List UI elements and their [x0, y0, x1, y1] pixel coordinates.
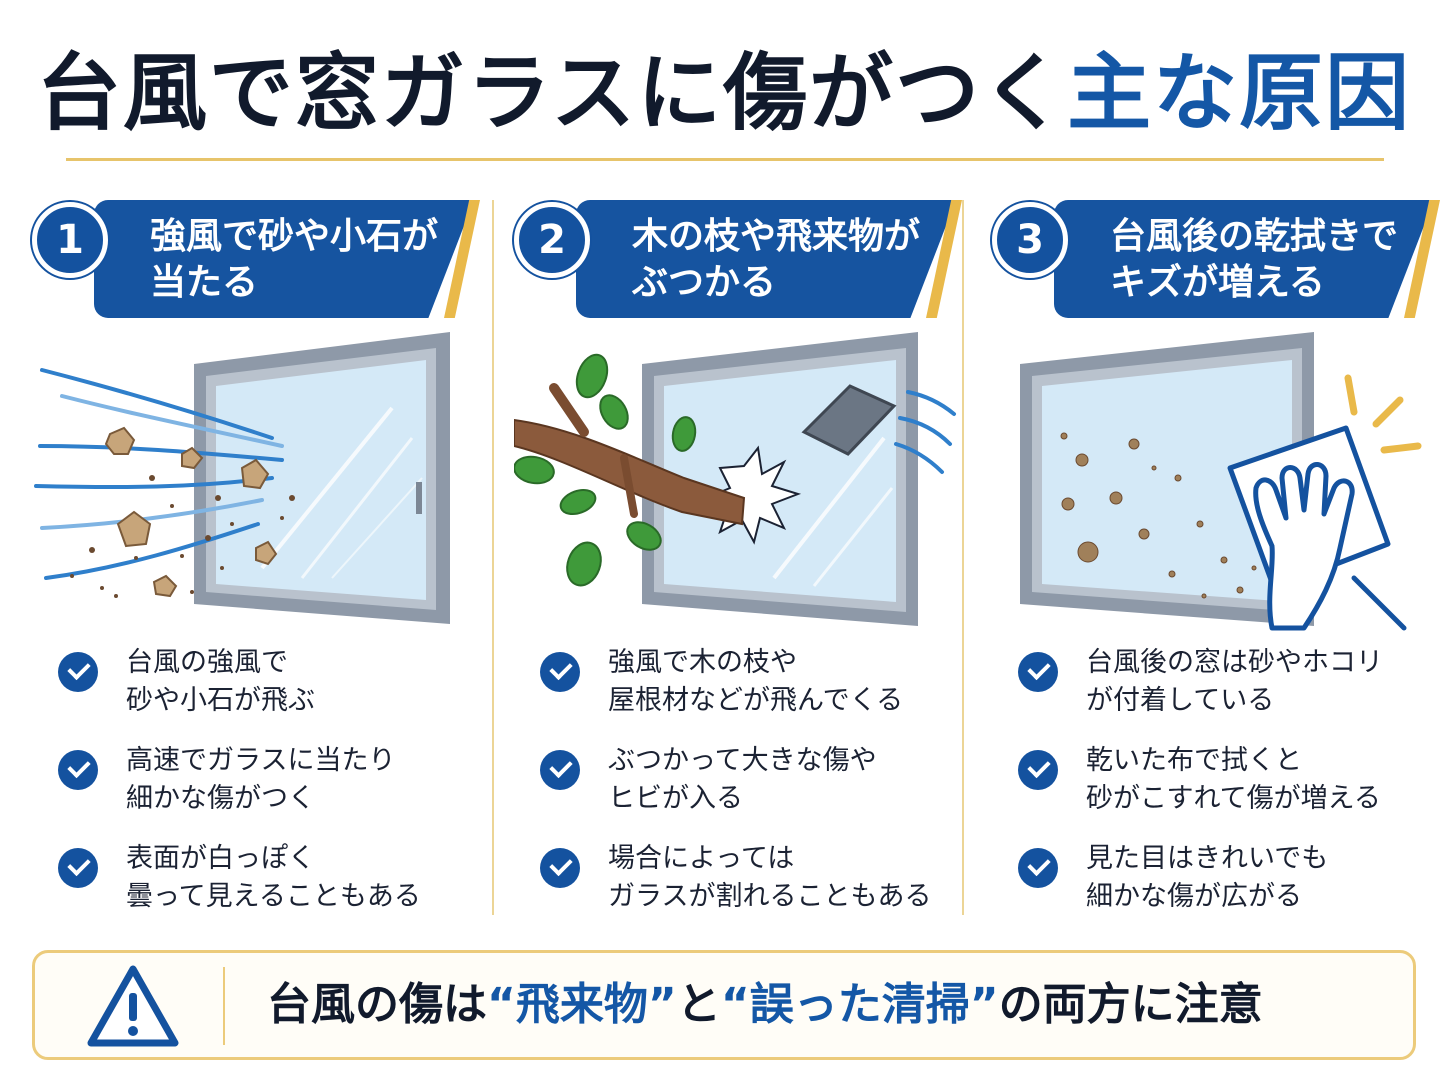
heading-line-2: ぶつかる [632, 262, 777, 303]
check-icon [58, 652, 98, 692]
page-title: 台風で窓ガラスに傷がつく主な原因 [0, 38, 1448, 148]
step-number-badge: 1 [32, 202, 108, 278]
panel-heading: 木の枝や飛来物が ぶつかる [632, 214, 952, 306]
window-icon [194, 332, 450, 624]
sparkle-lines [1344, 374, 1422, 454]
list-item: ぶつかって大きな傷や ヒビが入る [540, 742, 980, 840]
dust-particles [70, 475, 295, 598]
title-underline [66, 158, 1384, 161]
list-item: 乾いた布で拭くと 砂がこすれて傷が増える [1018, 742, 1448, 840]
heading-line-2: 当たる [150, 262, 259, 303]
list-item: 表面が白っぽく 曇って見えることもある [58, 840, 498, 938]
check-icon [540, 750, 580, 790]
roof-tile-icon [801, 384, 897, 456]
heading-banner [94, 200, 474, 318]
list-item: 高速でガラスに当たり 細かな傷がつく [58, 742, 498, 840]
list-item: 強風で木の枝や 屋根材などが飛んでくる [540, 644, 980, 742]
dry-wipe-illustration [1020, 332, 1422, 631]
warning-text-pre: 台風の傷は [267, 979, 487, 1030]
warning-callout: 台風の傷は“飛来物”と“誤った清掃”の両方に注意 [32, 950, 1416, 1060]
dirt-particles [1060, 432, 1257, 599]
list-item: 場合によっては ガラスが割れることもある [540, 840, 980, 938]
item-text: 台風の強風で 砂や小石が飛ぶ [126, 647, 315, 716]
warning-separator [223, 967, 225, 1045]
heading-line-2: キズが増える [1110, 262, 1325, 303]
panel-heading: 台風後の乾拭きで キズが増える [1110, 214, 1430, 306]
check-icon [540, 848, 580, 888]
column-divider [962, 200, 964, 915]
item-text: 強風で木の枝や 屋根材などが飛んでくる [608, 647, 904, 716]
list-item: 台風後の窓は砂やホコリ が付着している [1018, 644, 1448, 742]
item-text: 見た目はきれいでも 細かな傷が広がる [1086, 843, 1329, 912]
flying-stones [104, 426, 278, 598]
heading-line-1: 強風で砂や小石が [150, 216, 439, 257]
cause-list: 台風後の窓は砂やホコリ が付着している 乾いた布で拭くと 砂がこすれて傷が増える… [1018, 644, 1448, 938]
wind-lines-icon [34, 368, 284, 580]
heading-banner [1054, 200, 1434, 318]
column-divider [492, 200, 494, 915]
item-text: 台風後の窓は砂やホコリ が付着している [1086, 647, 1383, 716]
cause-panel-3: 3 台風後の乾拭きで キズが増える 台風後の窓は砂やホコリ [992, 196, 1448, 916]
item-text: 表面が白っぽく 曇って見えることもある [126, 843, 421, 912]
branch-impact-illustration [514, 332, 956, 626]
warning-highlight-1: “飛来物” [487, 979, 677, 1030]
check-icon [58, 848, 98, 888]
warning-triangle-icon [87, 965, 179, 1047]
title-main: 台風で窓ガラスに傷がつく [36, 44, 1068, 142]
cause-panel-2: 2 木の枝や飛来物が ぶつかる [514, 196, 984, 916]
check-icon [58, 750, 98, 790]
wind-lines-icon [894, 390, 956, 474]
item-text: ぶつかって大きな傷や ヒビが入る [608, 745, 877, 814]
branch-icon [514, 383, 746, 526]
cause-list: 台風の強風で 砂や小石が飛ぶ 高速でガラスに当たり 細かな傷がつく 表面が白っぽ… [58, 644, 498, 938]
warning-text-post: の両方に注意 [998, 979, 1263, 1030]
panel-heading: 強風で砂や小石が 当たる [150, 214, 470, 306]
item-text: 高速でガラスに当たり 細かな傷がつく [126, 745, 396, 814]
check-icon [1018, 848, 1058, 888]
warning-text-mid: と [676, 979, 721, 1030]
cloth-hand-icon [1227, 425, 1407, 631]
cause-list: 強風で木の枝や 屋根材などが飛んでくる ぶつかって大きな傷や ヒビが入る 場合に… [540, 644, 980, 938]
heading-banner [576, 200, 956, 318]
warning-message: 台風の傷は“飛来物”と“誤った清掃”の両方に注意 [267, 953, 1263, 1057]
title-highlight: 主な原因 [1067, 44, 1412, 142]
heading-line-1: 台風後の乾拭きで [1110, 216, 1399, 257]
leaves [514, 353, 697, 587]
list-item: 台風の強風で 砂や小石が飛ぶ [58, 644, 498, 742]
check-icon [540, 652, 580, 692]
warning-highlight-2: “誤った清掃” [720, 979, 999, 1030]
item-text: 場合によっては ガラスが割れることもある [608, 843, 932, 912]
wind-debris-illustration [34, 332, 450, 624]
step-number-badge: 2 [514, 202, 590, 278]
heading-line-1: 木の枝や飛来物が [632, 216, 921, 257]
list-item: 見た目はきれいでも 細かな傷が広がる [1018, 840, 1448, 938]
check-icon [1018, 750, 1058, 790]
item-text: 乾いた布で拭くと 砂がこすれて傷が増える [1086, 745, 1381, 814]
step-number-badge: 3 [992, 202, 1068, 278]
cause-panel-1: 1 強風で砂や小石が 当たる [32, 196, 502, 916]
check-icon [1018, 652, 1058, 692]
